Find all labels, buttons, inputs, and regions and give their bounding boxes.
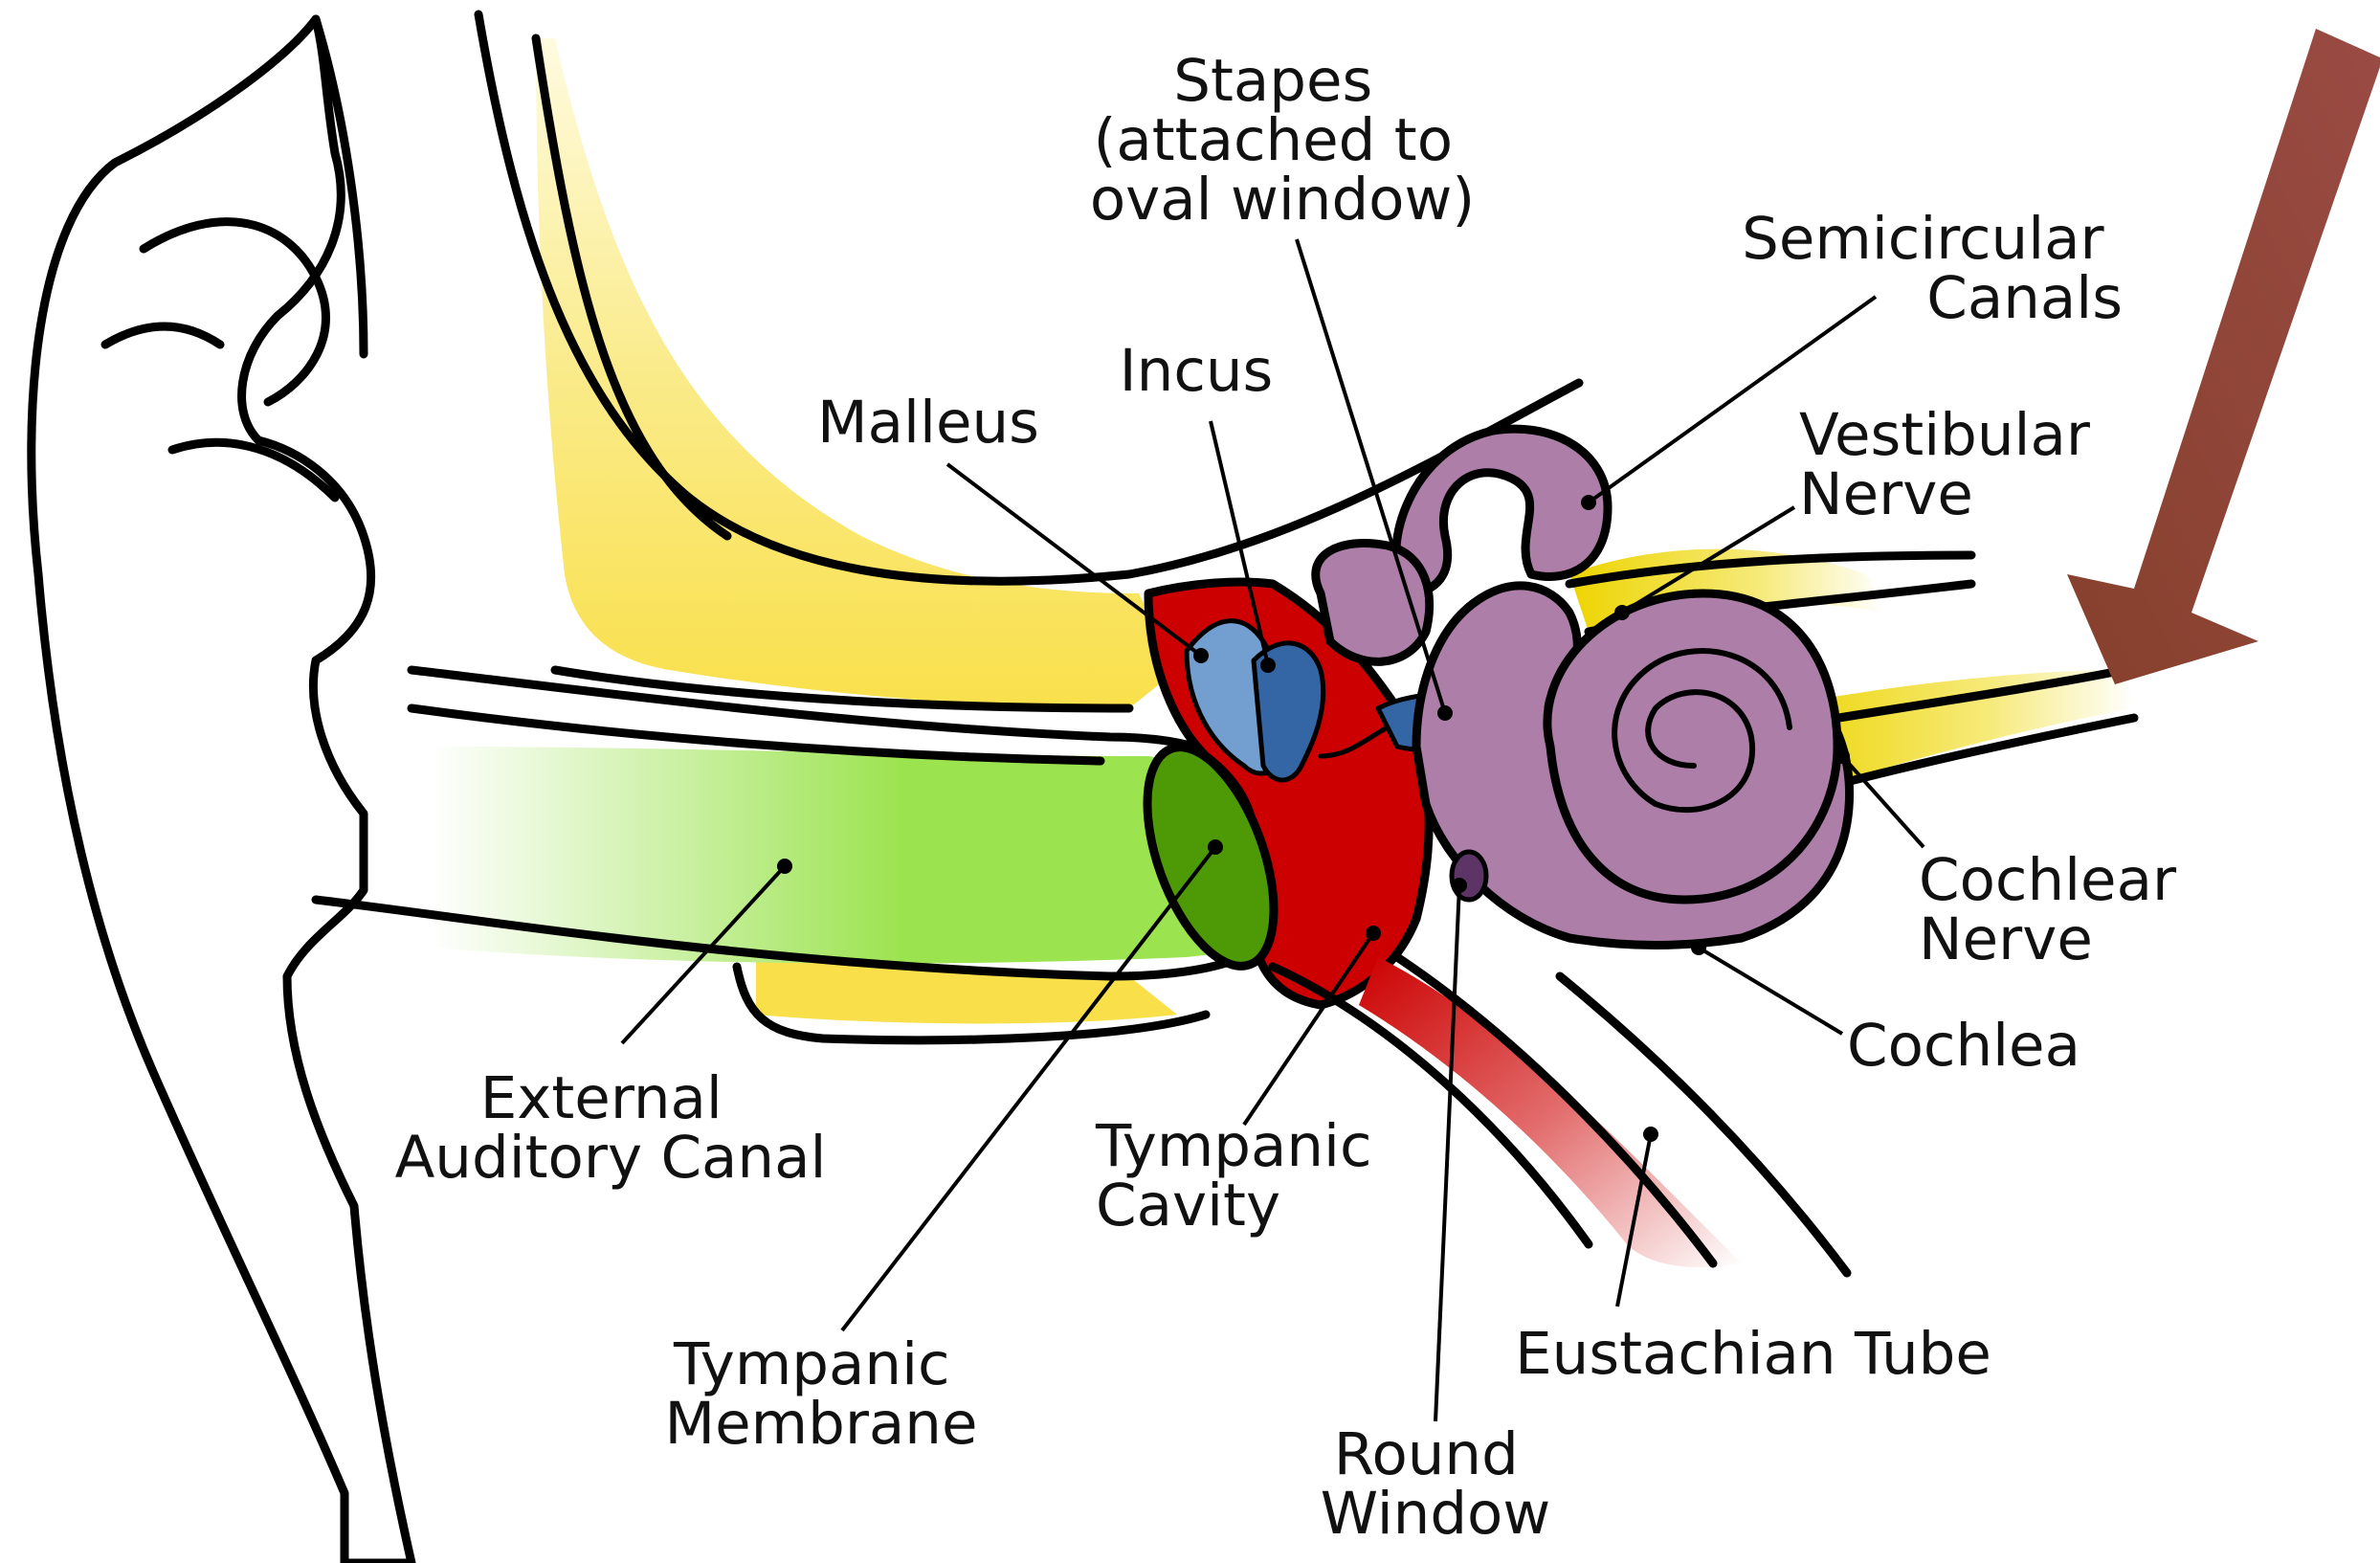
label-semicircular-canals: Semicircular Canals <box>1742 205 2123 332</box>
pinna <box>32 19 411 1563</box>
label-stapes: Stapes (attached to oval window) <box>1090 47 1475 234</box>
label-eustachian-tube: Eustachian Tube <box>1515 1320 1991 1388</box>
label-cochlear-nerve: Cochlear Nerve <box>1919 846 2194 973</box>
label-vestibular-nerve: Vestibular Nerve <box>1799 401 2108 528</box>
label-tympanic-membrane: Tympanic Membrane <box>665 1330 978 1458</box>
down-left-arrow-icon <box>2067 29 2380 684</box>
label-round-window: Round Window <box>1321 1420 1551 1548</box>
label-cochlea: Cochlea <box>1847 1012 2080 1080</box>
label-malleus: Malleus <box>817 389 1039 457</box>
label-tympanic-cavity: Tympanic Cavity <box>1095 1112 1390 1239</box>
label-incus: Incus <box>1120 337 1274 405</box>
label-external-auditory-canal: External Auditory Canal <box>395 1064 827 1192</box>
